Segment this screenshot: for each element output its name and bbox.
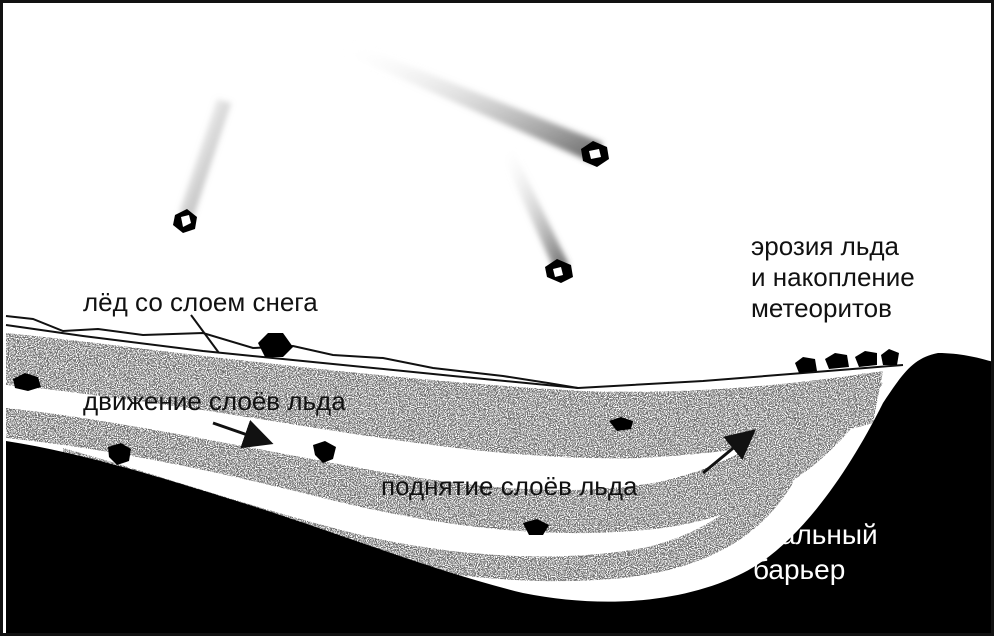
label-ice-with-snow: лёд со слоем снега: [83, 287, 318, 317]
meteorite-rock-icon: [825, 353, 849, 369]
surface-meteorites: [258, 333, 899, 373]
arrow-icon: [702, 429, 756, 475]
meteorite-rock-icon: [523, 519, 549, 535]
label-ice-movement: движение слоёв льда: [83, 386, 346, 416]
meteorite-rock-icon: [881, 349, 899, 365]
falling-meteor-icon: [343, 43, 609, 167]
leader-line: [190, 314, 220, 354]
annotations: [190, 314, 756, 475]
meteorite-rock-icon: [855, 351, 877, 367]
falling-meteors: [173, 43, 609, 283]
falling-meteor-icon: [501, 149, 573, 283]
meteorite-rock-icon: [13, 373, 41, 391]
label-erosion-accumulation: эрозия льда и накопление метеоритов: [751, 231, 915, 323]
meteorite-rock-icon: [795, 357, 817, 373]
meteorite-rock-icon: [258, 333, 293, 357]
falling-meteor-icon: [173, 99, 231, 233]
bedrock: [6, 353, 991, 633]
ice-sheet-diagram: [5, 43, 991, 633]
label-rock-barrier: скальный барьер: [753, 519, 878, 585]
meteorite-rock-icon: [108, 443, 131, 465]
meteorite-rock-icon: [313, 441, 336, 463]
meteorite-rock-icon: [609, 417, 633, 431]
arrow-icon: [212, 419, 274, 449]
label-ice-uplift: поднятие слоёв льда: [381, 471, 638, 501]
embedded-meteorites: [13, 373, 633, 535]
